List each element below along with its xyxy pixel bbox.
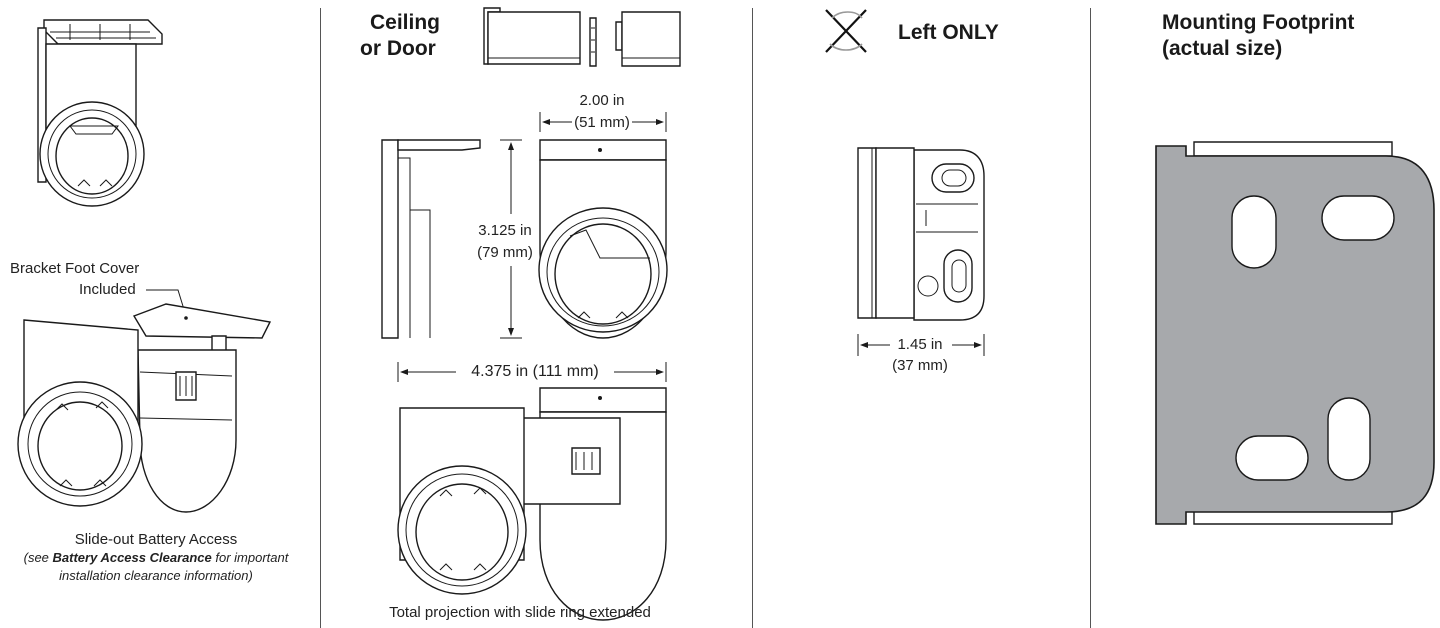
caption-slide-out-battery-access: Slide-out Battery Access — [74, 531, 238, 548]
dim-depth-in: 1.45 in — [897, 336, 943, 353]
heading-ceiling: Ceiling — [370, 11, 441, 34]
caption-note-bold-link[interactable]: Battery Access Clearance — [52, 550, 212, 565]
dim-width-in: 2.00 in — [579, 92, 625, 109]
dim-height-mm: (79 mm) — [477, 244, 533, 261]
heading-mounting-footprint: Mounting Footprint — [1162, 11, 1355, 34]
heading-left-only: Left ONLY — [898, 21, 999, 44]
divider-2 — [752, 8, 753, 628]
heading-or-door: or Door — [360, 37, 436, 60]
dim-depth-mm: (37 mm) — [892, 357, 948, 374]
dim-projection: 4.375 in (111 mm) — [471, 363, 599, 380]
divider-3 — [1090, 8, 1091, 628]
callout-included: Included — [79, 281, 136, 298]
caption-battery-note-line2: installation clearance information) — [59, 568, 253, 583]
dim-width-mm: (51 mm) — [574, 114, 630, 131]
dim-height-in: 3.125 in — [478, 222, 532, 239]
caption-note-pre: (see — [23, 550, 53, 565]
divider-1 — [320, 8, 321, 628]
footer-total-projection: Total projection with slide ring extende… — [389, 604, 651, 621]
callout-bracket-foot-cover: Bracket Foot Cover — [10, 260, 140, 277]
heading-actual-size: (actual size) — [1162, 37, 1283, 60]
caption-note-post: for important — [211, 550, 289, 565]
caption-battery-note-line1: (see Battery Access Clearance for import… — [6, 549, 306, 567]
